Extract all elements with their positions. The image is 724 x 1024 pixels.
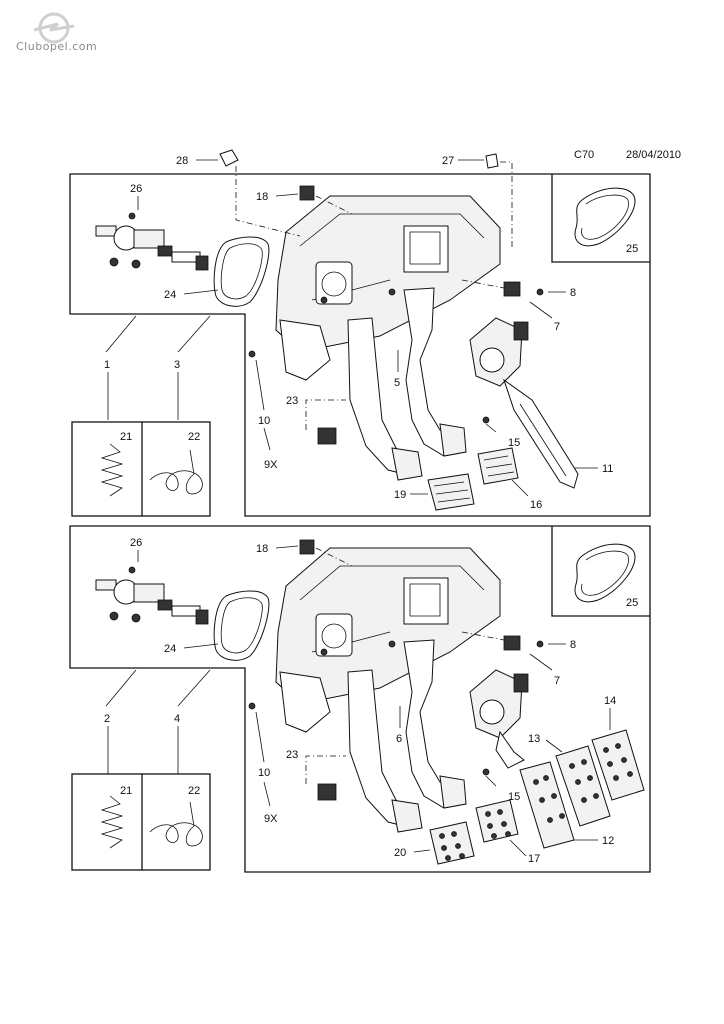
bottom-screw-15 bbox=[482, 768, 490, 776]
top-inset-frame-25 bbox=[551, 174, 650, 263]
bottom-switch-7 bbox=[503, 635, 521, 651]
callout-23: 23 bbox=[286, 395, 298, 407]
top-torsion-spring-22 bbox=[149, 449, 203, 495]
bottom-master-cylinder-26 bbox=[95, 566, 209, 625]
callout-24: 24 bbox=[164, 289, 176, 301]
top-switch-7 bbox=[503, 281, 521, 297]
callout-21: 21 bbox=[120, 431, 132, 443]
callout-10: 10 bbox=[258, 415, 270, 427]
bottom-panel-frame bbox=[69, 525, 651, 873]
top-pedal-bracket bbox=[275, 195, 501, 381]
bottom-inset-frame-25 bbox=[551, 526, 650, 617]
callout-14: 14 bbox=[604, 695, 616, 707]
callout-23-bottom: 23 bbox=[286, 749, 298, 761]
callout-20: 20 bbox=[394, 847, 406, 859]
callout-25-bottom: 25 bbox=[626, 597, 638, 609]
callout-12: 12 bbox=[602, 835, 614, 847]
callout-26-bottom: 26 bbox=[130, 537, 142, 549]
callout-18-bottom: 18 bbox=[256, 543, 268, 555]
callout-4: 4 bbox=[174, 713, 180, 725]
callout-17: 17 bbox=[528, 853, 540, 865]
callout-13: 13 bbox=[528, 733, 540, 745]
callout-10-bottom: 10 bbox=[258, 767, 270, 779]
top-bolt-10 bbox=[248, 350, 256, 358]
top-spring-21 bbox=[100, 443, 124, 497]
callout-24-bottom: 24 bbox=[164, 643, 176, 655]
bottom-accelerator-pedal bbox=[469, 669, 529, 769]
bottom-pedal-pad-left bbox=[391, 799, 423, 833]
callout-9x: 9X bbox=[264, 459, 278, 471]
bottom-sensor-9x bbox=[317, 783, 337, 801]
callout-28: 28 bbox=[176, 155, 188, 167]
bottom-torsion-spring-22 bbox=[149, 801, 203, 847]
bottom-bolt-10 bbox=[248, 702, 256, 710]
callout-7-bottom: 7 bbox=[554, 675, 560, 687]
top-seal-25 bbox=[574, 187, 636, 247]
top-clip-18 bbox=[299, 185, 315, 201]
callout-3: 3 bbox=[174, 359, 180, 371]
callout-22-bottom: 22 bbox=[188, 785, 200, 797]
top-screw-15 bbox=[482, 416, 490, 424]
bottom-seal-24 bbox=[213, 590, 270, 661]
top-nut-28 bbox=[219, 149, 239, 167]
top-bolt-27 bbox=[485, 153, 499, 169]
top-pedal-pad-19 bbox=[427, 473, 475, 511]
callout-16: 16 bbox=[530, 499, 542, 511]
callout-19: 19 bbox=[394, 489, 406, 501]
callout-6: 6 bbox=[396, 733, 402, 745]
callout-2: 2 bbox=[104, 713, 110, 725]
callout-15: 15 bbox=[508, 437, 520, 449]
callout-25: 25 bbox=[626, 243, 638, 255]
bottom-seal-25 bbox=[574, 543, 636, 603]
callout-21-bottom: 21 bbox=[120, 785, 132, 797]
bottom-pedal-pad-13 bbox=[555, 745, 611, 827]
top-spring-box bbox=[71, 421, 211, 517]
page-code: C70 bbox=[574, 149, 595, 161]
bottom-pedal-pad-20 bbox=[429, 821, 475, 865]
top-accelerator-pedal bbox=[469, 317, 579, 489]
bottom-pedal-pad-14 bbox=[591, 729, 645, 801]
bottom-pedal-pad-right bbox=[439, 775, 467, 809]
watermark-text: Clubopel.com bbox=[16, 40, 98, 53]
bottom-pedal-bracket bbox=[275, 547, 501, 733]
bottom-clip-18 bbox=[299, 539, 315, 555]
opel-logo bbox=[33, 12, 75, 44]
bottom-spring-21 bbox=[100, 795, 124, 849]
callout-7: 7 bbox=[554, 321, 560, 333]
callout-8-bottom: 8 bbox=[570, 639, 576, 651]
callout-5: 5 bbox=[394, 377, 400, 389]
bottom-screw-8 bbox=[536, 640, 544, 648]
top-master-cylinder-26 bbox=[95, 212, 209, 271]
top-seal-24 bbox=[213, 236, 270, 307]
bottom-spring-box bbox=[71, 773, 211, 871]
callout-11: 11 bbox=[602, 463, 613, 475]
callout-9x-bottom: 9X bbox=[264, 813, 278, 825]
top-pedal-pad-left bbox=[391, 447, 423, 481]
bottom-pedal-pad-17 bbox=[475, 799, 519, 843]
top-pedal-pad-16 bbox=[477, 447, 519, 485]
callout-1: 1 bbox=[104, 359, 110, 371]
top-panel-frame bbox=[69, 173, 651, 517]
callout-22: 22 bbox=[188, 431, 200, 443]
top-panel: 28 27 26 18 24 25 8 7 5 1 3 10 23 9X 15 … bbox=[69, 149, 651, 517]
callout-18: 18 bbox=[256, 191, 268, 203]
callout-8: 8 bbox=[570, 287, 576, 299]
callout-26: 26 bbox=[130, 183, 142, 195]
bottom-panel: 26 18 25 24 8 7 2 4 6 10 23 14 13 21 22 … bbox=[69, 525, 651, 873]
top-pedal-pad-right bbox=[439, 423, 467, 457]
top-screw-8 bbox=[536, 288, 544, 296]
top-sensor-9x bbox=[317, 427, 337, 445]
callout-27: 27 bbox=[442, 155, 454, 167]
callout-15-bottom: 15 bbox=[508, 791, 520, 803]
page-date: 28/04/2010 bbox=[626, 149, 682, 161]
